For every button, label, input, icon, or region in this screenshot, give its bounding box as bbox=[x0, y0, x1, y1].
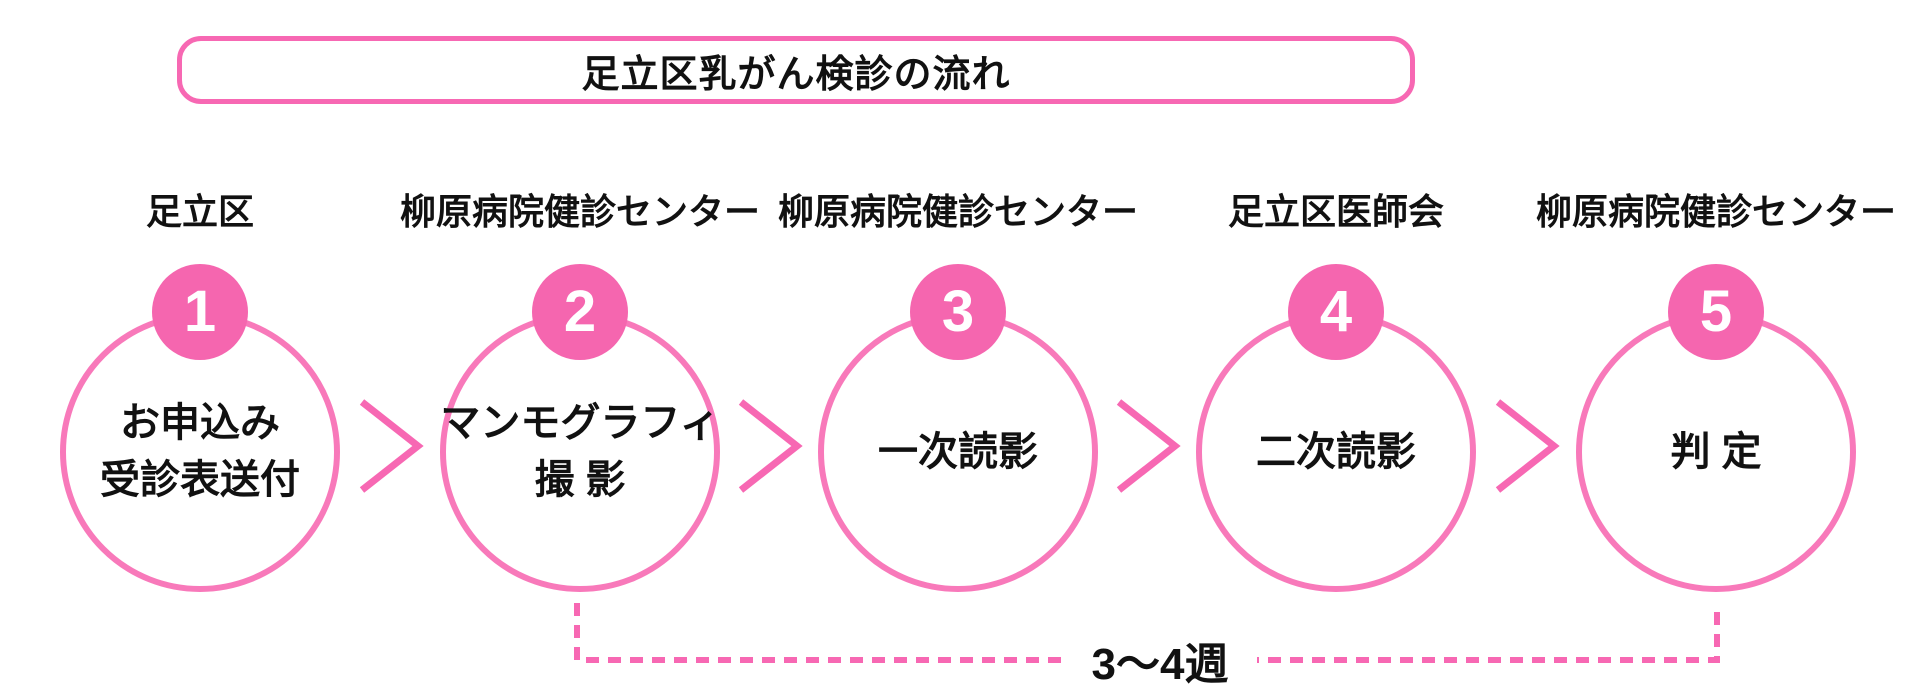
step-text: 判 定 bbox=[1670, 429, 1762, 474]
chevron-right-icon bbox=[359, 399, 424, 493]
duration-note: 3〜4週 bbox=[1063, 632, 1257, 689]
chevron-right-icon bbox=[738, 399, 803, 493]
step-text: お申込み bbox=[120, 401, 280, 445]
step-number: 4 bbox=[1319, 279, 1353, 344]
step-number-badge-2: 2 bbox=[532, 264, 628, 360]
org-label-step-4: 足立区医師会 bbox=[1227, 191, 1444, 232]
step-text: 二次読影 bbox=[1256, 429, 1416, 474]
step-text: 受診表送付 bbox=[100, 458, 300, 502]
title-box: 足立区乳がん検診の流れ bbox=[177, 36, 1415, 104]
step-number-badge-1: 1 bbox=[152, 264, 248, 360]
step-number-badge-4: 4 bbox=[1288, 264, 1384, 360]
step-number: 3 bbox=[941, 279, 975, 344]
org-label-step-2: 柳原病院健診センター bbox=[399, 191, 760, 232]
org-label-step-3: 柳原病院健診センター bbox=[777, 191, 1138, 232]
step-text: マンモグラフィ bbox=[440, 401, 720, 445]
chevron-right-icon bbox=[1116, 399, 1181, 493]
step-number-badge-3: 3 bbox=[910, 264, 1006, 360]
step-number: 1 bbox=[183, 279, 217, 344]
step-number-badge-5: 5 bbox=[1668, 264, 1764, 360]
step-number: 5 bbox=[1699, 279, 1733, 344]
step-text: 一次読影 bbox=[878, 429, 1038, 474]
org-label-step-1: 足立区 bbox=[145, 191, 254, 232]
step-text: 撮 影 bbox=[534, 458, 626, 502]
step-number: 2 bbox=[563, 279, 597, 344]
chevron-right-icon bbox=[1495, 399, 1560, 493]
page-title: 足立区乳がん検診の流れ bbox=[581, 53, 1011, 96]
org-label-step-5: 柳原病院健診センター bbox=[1535, 191, 1896, 232]
